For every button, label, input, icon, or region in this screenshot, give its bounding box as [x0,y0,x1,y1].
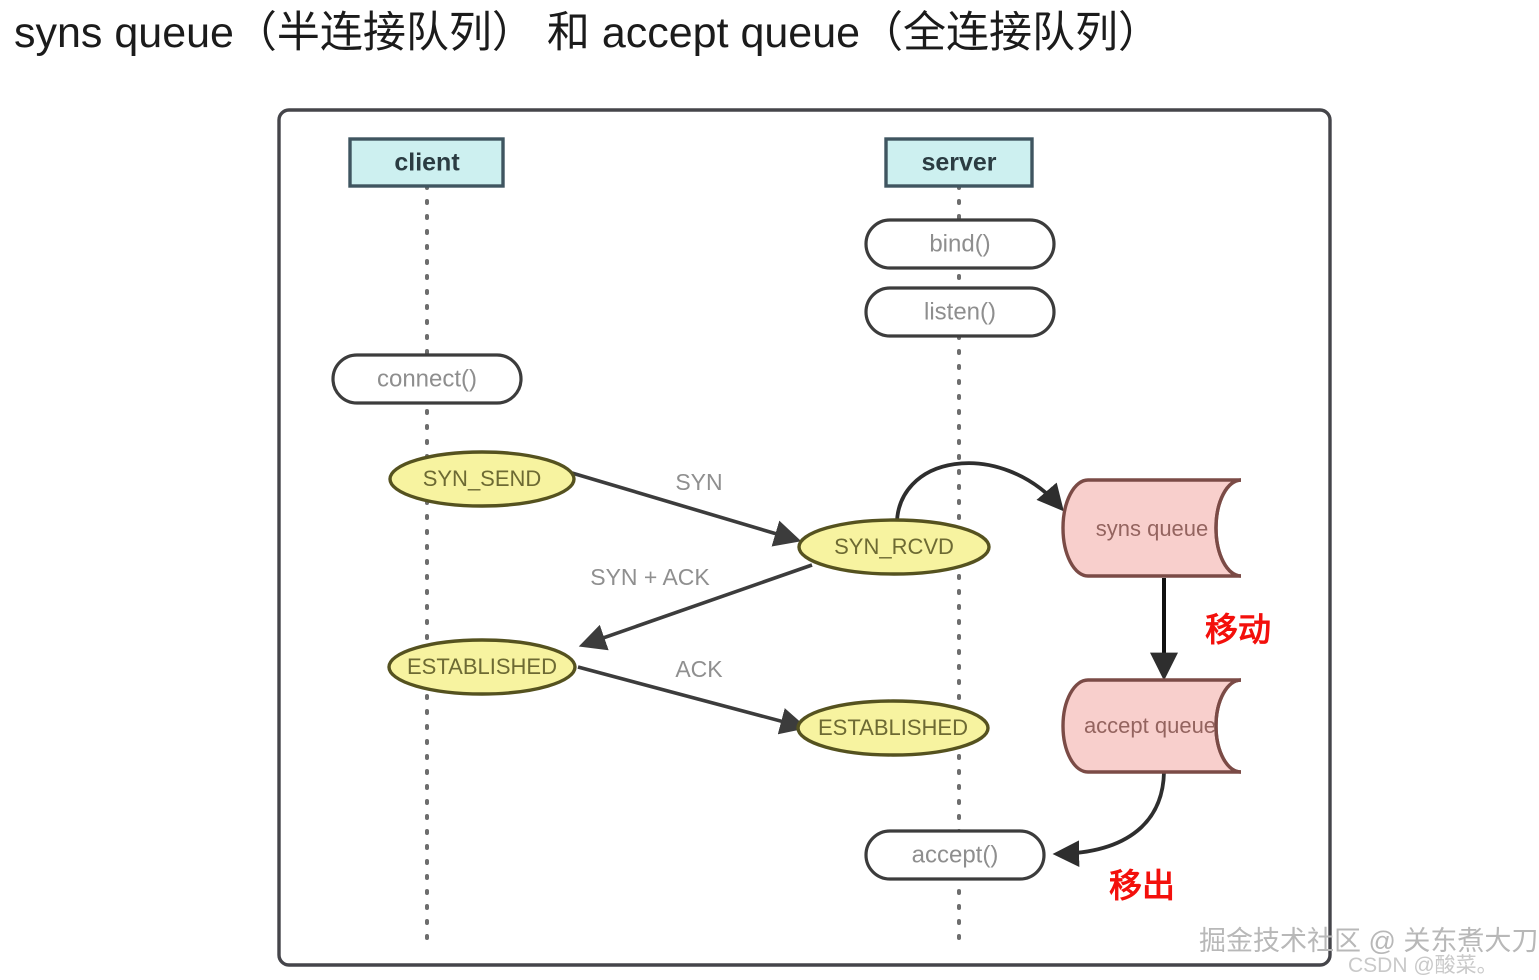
call-box-accept [864,829,1046,881]
annotation-move-in: 移动 [1205,611,1271,648]
queue-label-accept-queue: accept queue [1084,713,1216,738]
arrow-ack [577,665,808,735]
arrow-move-out-to-accept [1052,771,1166,867]
state-label-syn-send: SYN_SEND [423,466,542,491]
state-ellipse-syn-rcvd [797,518,991,576]
watermark-juejin: 掘金技术社区 @ 关东煮大刀 [1199,926,1538,956]
queue-syns-queue[interactable]: syns queue [1061,478,1242,578]
call-label-bind: bind() [929,230,990,257]
call-box-bind [864,218,1056,270]
state-syn-send[interactable]: SYN_SEND [388,450,576,508]
call-box-listen [864,286,1056,338]
call-label-listen: listen() [924,298,996,325]
state-ellipse-established-client [387,638,577,696]
message-label-ack: ACK [675,656,723,682]
arrow-syn [571,471,802,547]
queue-cap-syns-queue [1214,478,1242,578]
state-established-server[interactable]: ESTABLISHED [796,699,990,757]
call-accept[interactable]: accept() [864,829,1046,881]
lane-header-client[interactable]: client [348,137,505,188]
arrow-to-syns-queue [895,461,1064,530]
state-label-established-client: ESTABLISHED [407,654,557,679]
page-title: syns queue（半连接队列） 和 accept queue（全连接队列） [14,9,1162,57]
lane-box-server [884,137,1034,188]
call-label-connect: connect() [377,365,477,392]
queue-accept-queue[interactable]: accept queue [1061,678,1242,774]
state-ellipse-established-server [796,699,990,757]
call-box-connect [331,353,523,405]
call-bind[interactable]: bind() [864,218,1056,270]
arrow-syn-ack [578,563,813,651]
lane-label-client: client [394,149,460,177]
call-connect[interactable]: connect() [331,353,523,405]
state-syn-rcvd[interactable]: SYN_RCVD [797,518,991,576]
queue-cap-accept-queue [1214,678,1242,774]
call-label-accept: accept() [912,841,999,868]
annotation-move-out: 移出 [1109,867,1175,904]
call-listen[interactable]: listen() [864,286,1056,338]
message-label-syn-ack: SYN + ACK [590,564,710,590]
state-established-client[interactable]: ESTABLISHED [387,638,577,696]
state-label-syn-rcvd: SYN_RCVD [834,534,954,559]
queue-label-syns-queue: syns queue [1096,516,1209,541]
watermark-csdn: CSDN @酸菜。 [1348,954,1498,977]
state-label-established-server: ESTABLISHED [818,715,968,740]
lane-header-server[interactable]: server [884,137,1034,188]
lane-label-server: server [921,149,996,177]
message-label-syn: SYN [675,469,722,495]
state-ellipse-syn-send [388,450,576,508]
lane-box-client [348,137,505,188]
